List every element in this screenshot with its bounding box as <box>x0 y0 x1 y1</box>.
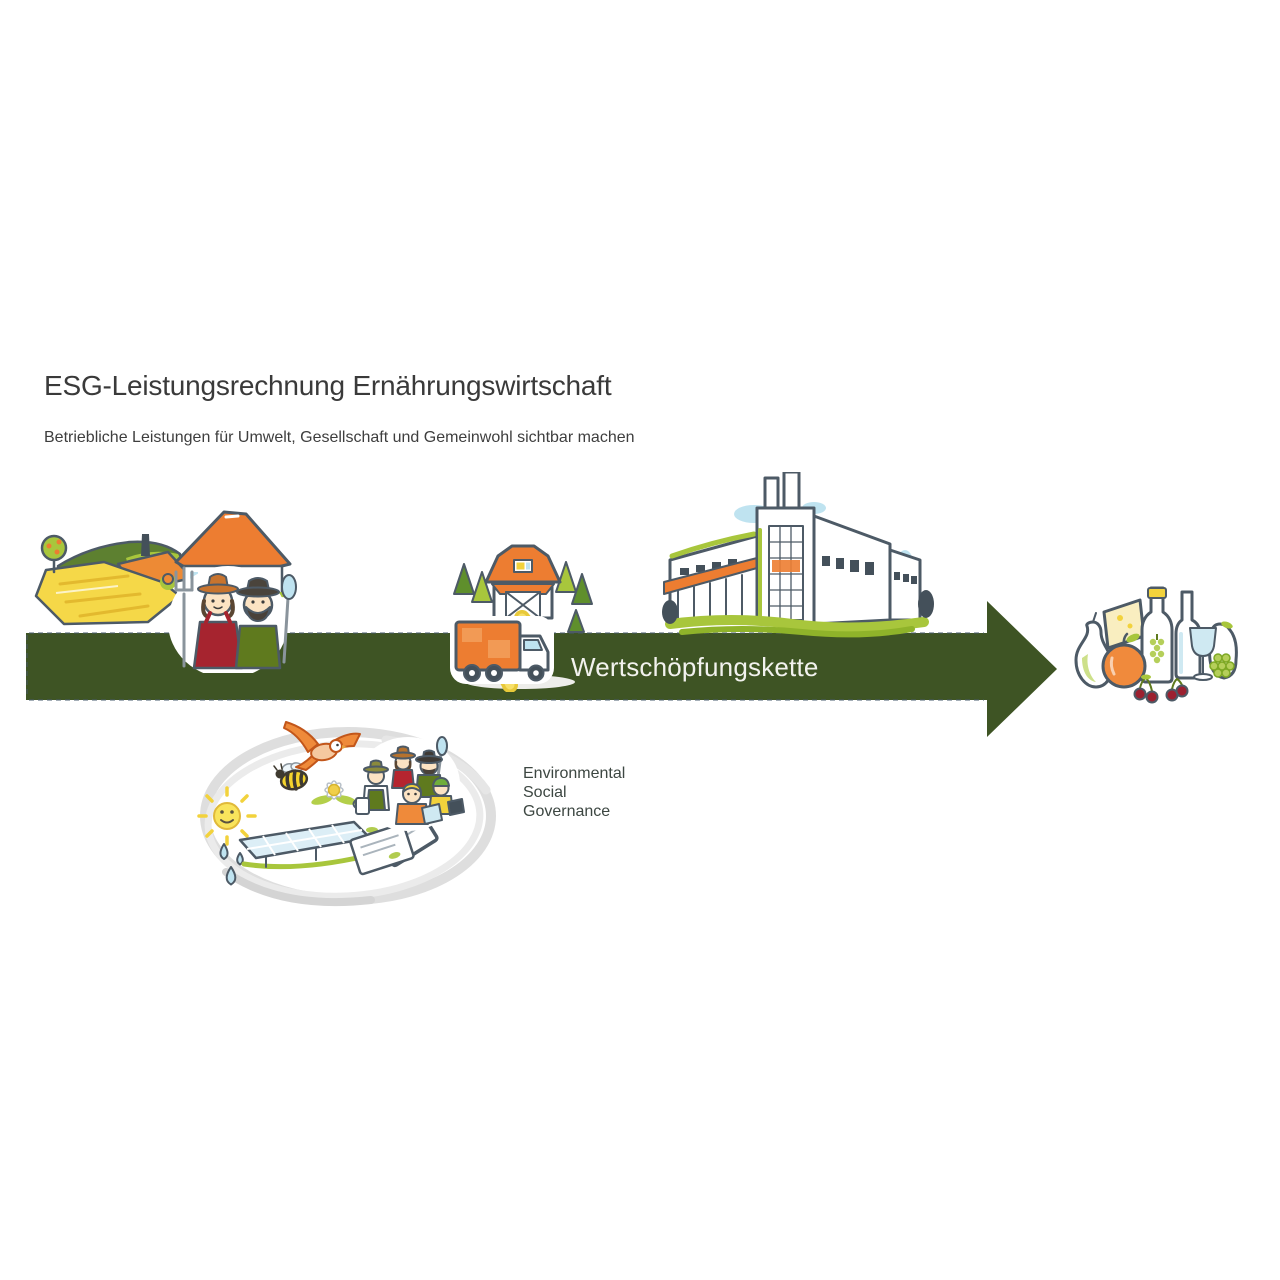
barn <box>484 544 562 620</box>
daisy-flower-icon <box>311 780 357 805</box>
page-subtitle: Betriebliche Leistungen für Umwelt, Gese… <box>44 429 635 446</box>
esg-item-governance: Governance <box>523 803 611 820</box>
fruit-tree-icon <box>40 534 176 590</box>
factory-grass <box>662 590 934 638</box>
esg-item-environmental: Environmental <box>523 765 626 782</box>
sun-icon <box>197 786 257 846</box>
farmer-woman <box>192 573 244 670</box>
food-products-illustration <box>1074 586 1238 704</box>
wine-glass-icon <box>1189 627 1217 681</box>
farmer-man <box>234 577 282 670</box>
bird-icon <box>283 721 361 771</box>
delivery-truck <box>450 616 554 684</box>
factory-illustration <box>662 472 934 638</box>
barn-truck-illustration <box>450 544 593 692</box>
shovel-icon <box>281 574 297 664</box>
grape-label <box>1149 634 1165 664</box>
esg-cycle-illustration <box>197 721 496 907</box>
farmer-couple <box>168 566 297 673</box>
apple-icon <box>1101 632 1147 689</box>
page-title: ESG-Leistungsrechnung Ernährungswirtscha… <box>44 370 612 401</box>
esg-item-social: Social <box>523 784 567 801</box>
farm-fields <box>34 534 194 626</box>
grapes-bag-icon <box>1207 621 1238 680</box>
esg-dimension-list: Environmental Social Governance <box>523 764 625 821</box>
water-drops-icon <box>219 843 244 886</box>
factory-building <box>663 472 922 626</box>
person-olive-hat <box>352 759 390 815</box>
cherries-icon <box>1133 674 1189 704</box>
milk-can-icon <box>352 797 370 815</box>
person-blonde-laptop <box>395 783 443 825</box>
pitchfork-icon <box>174 566 194 668</box>
awning-columns <box>677 574 743 624</box>
pine-trees <box>453 561 593 633</box>
value-chain-label: Wertschöpfungskette <box>571 652 819 682</box>
people-group <box>352 736 465 831</box>
farm-illustration <box>34 510 297 673</box>
